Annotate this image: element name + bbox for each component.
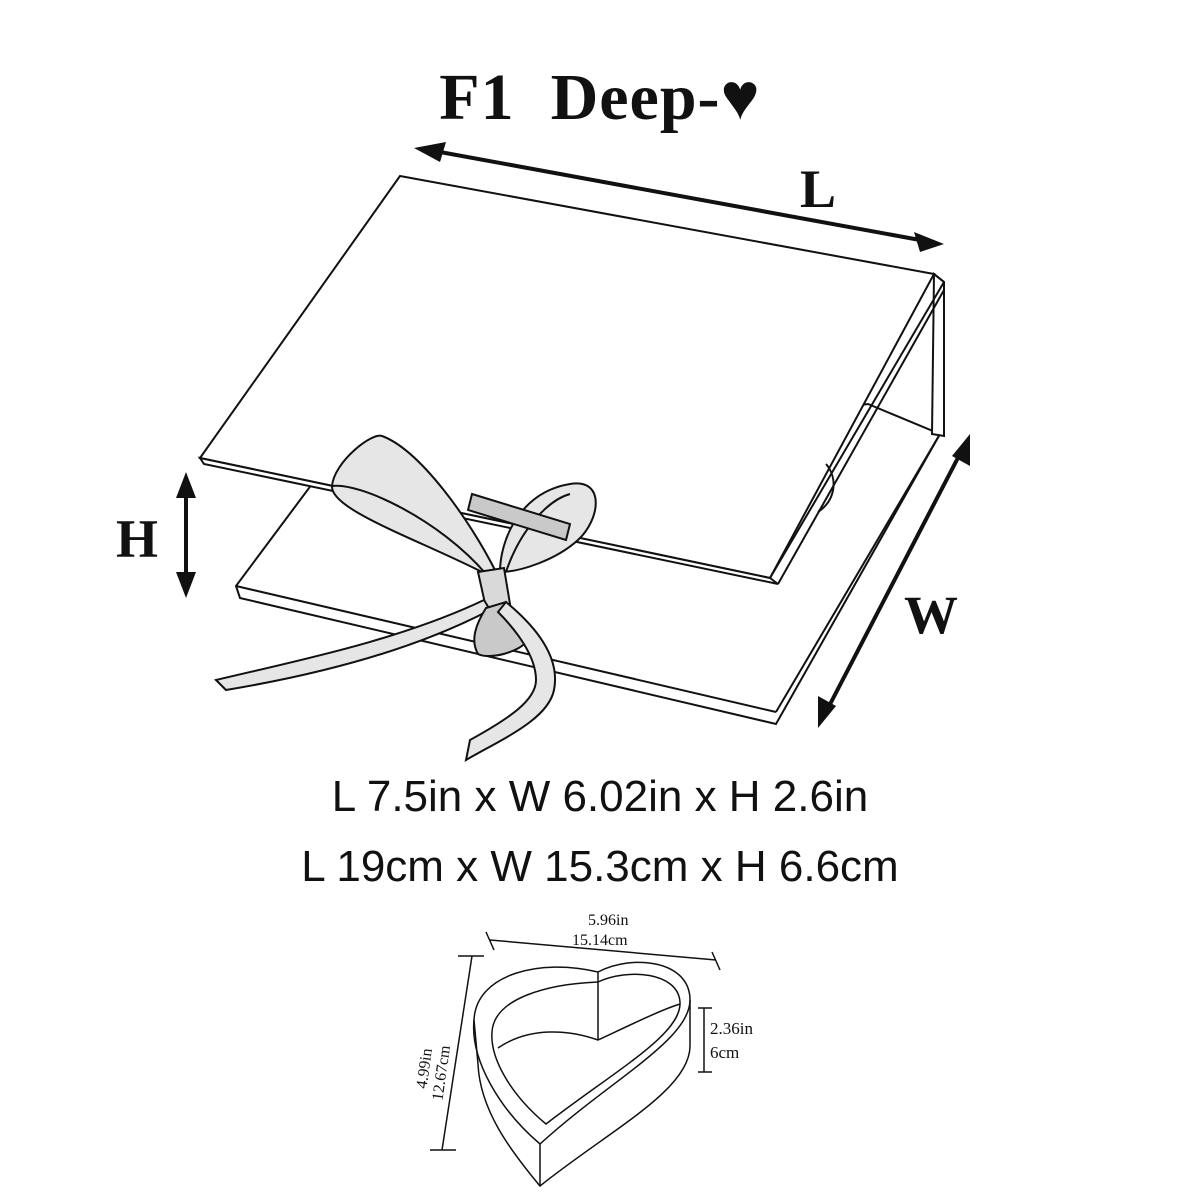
- model-code: F1: [439, 61, 515, 134]
- height-arrow: [176, 472, 196, 598]
- insert-width-inches: 5.96in: [588, 912, 629, 929]
- dimensions-centimeters: L 19cm x W 15.3cm x H 6.6cm: [301, 842, 899, 891]
- insert-height-cm: 6cm: [710, 1043, 740, 1062]
- height-label: H: [116, 509, 159, 569]
- width-arrow: [818, 434, 970, 728]
- insert-width-cm: 15.14cm: [572, 932, 628, 949]
- width-label: W: [904, 585, 958, 645]
- length-arrow: [414, 142, 944, 252]
- diagram-title: F1 Deep-♥: [0, 60, 1200, 136]
- model-name: Deep-: [550, 61, 721, 134]
- heart-icon: ♥: [720, 61, 761, 134]
- insert-dimension-lines: [430, 931, 721, 1151]
- ribbon-loop-back: [817, 463, 835, 513]
- dimensions-inches: L 7.5in x W 6.02in x H 2.6in: [331, 772, 869, 821]
- insert-height-inches: 2.36in: [710, 1019, 753, 1038]
- heart-insert-illustration: [472, 961, 691, 1188]
- length-label: L: [800, 159, 837, 219]
- ribbon-bow: [214, 434, 597, 762]
